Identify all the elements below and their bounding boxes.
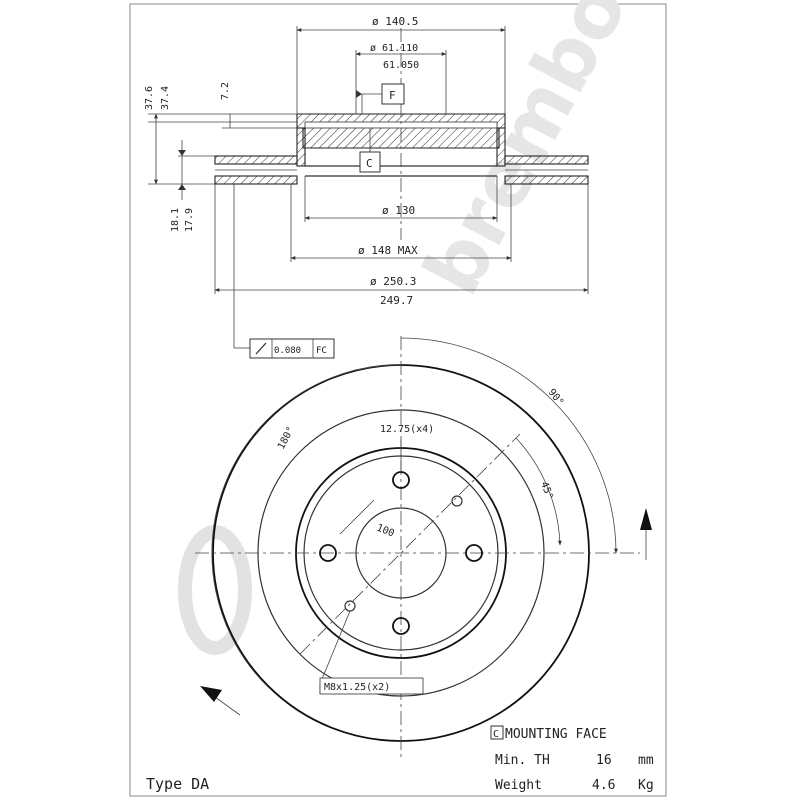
tolerance-ref: FC (316, 346, 327, 356)
legend-min-th-label: Min. TH (495, 753, 550, 768)
dim-thickness-max: 18.1 (170, 208, 181, 232)
stud-holes-label: 12.75(x4) (380, 424, 434, 435)
angle-90-label: 90° (546, 387, 566, 408)
dim-outer-diameter-max: ø 250.3 (370, 275, 416, 288)
angle-45-label: 45° (538, 480, 555, 501)
legend-weight-value: 4.6 (592, 778, 615, 793)
dim-center-bore-max: ø 61.110 (370, 43, 418, 54)
front-view: 90° 180° 45° 12.75(x4) 100 M8x1.25(x2) (195, 336, 652, 760)
dim-top-hat-diameter: ø 140.5 (372, 15, 418, 28)
legend-weight-unit: Kg (638, 778, 654, 793)
datum-f-label: F (389, 89, 396, 102)
dim-thickness-min: 17.9 (184, 208, 195, 232)
pcd-label: 100 (375, 523, 396, 540)
dim-inner-diameter: ø 130 (382, 204, 415, 217)
legend-mounting-face: MOUNTING FACE (505, 727, 607, 742)
tolerance-value: 0.080 (274, 346, 301, 356)
legend-mounting-symbol: C (493, 729, 499, 740)
drawing-frame (129, 3, 667, 797)
angle-180-label: 180° (276, 425, 297, 451)
thread-label: M8x1.25(x2) (324, 682, 390, 693)
dim-height-min: 37.4 (160, 86, 171, 110)
legend-min-th-value: 16 (596, 753, 612, 768)
brand-logo-watermark (178, 525, 252, 655)
section-view: C F ø 140.5 ø 61.110 61.050 37.6 37.4 7.… (144, 15, 589, 359)
datum-c-label: C (366, 157, 373, 170)
brand-watermark-top: brembo (407, 0, 645, 309)
dim-height-max: 37.6 (144, 86, 155, 110)
dim-outer-diameter-min: 249.7 (380, 294, 413, 307)
dim-center-bore-min: 61.050 (383, 60, 419, 71)
legend-weight-label: Weight (495, 778, 542, 793)
legend: C MOUNTING FACE Min. TH 16 mm Weight 4.6… (490, 725, 654, 793)
dim-hat-thickness: 7.2 (220, 82, 231, 100)
type-label: Type DA (146, 775, 209, 793)
dim-hub-max-diameter: ø 148 MAX (358, 244, 418, 257)
legend-min-th-unit: mm (638, 753, 654, 768)
